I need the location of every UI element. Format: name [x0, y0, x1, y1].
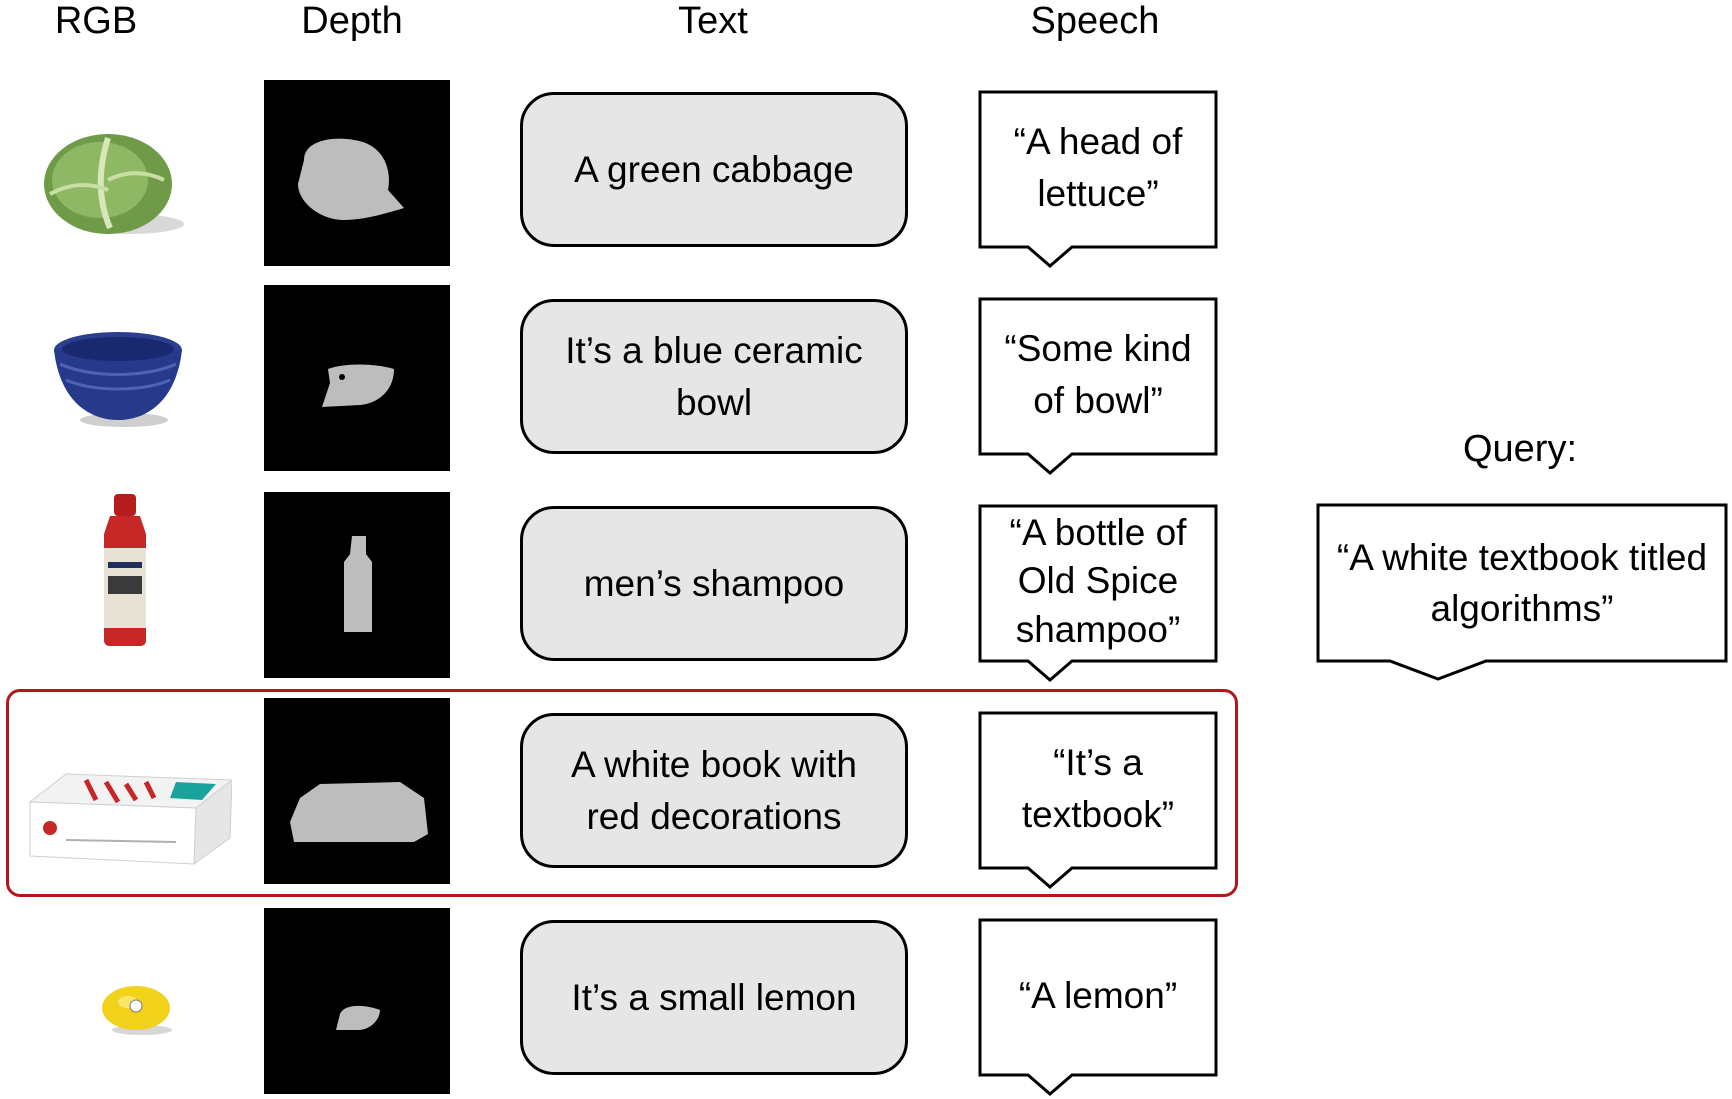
rgb-image-book: [26, 760, 234, 870]
header-speech: Speech: [1030, 0, 1160, 42]
speech-bubble-cabbage: “A head of lettuce”: [978, 90, 1218, 268]
header-depth: Depth: [301, 0, 403, 42]
query-speech-bubble: “A white textbook titled algorithms”: [1316, 503, 1728, 683]
text-description-bowl: It’s a blue ceramic bowl: [520, 299, 908, 454]
rgb-image-shampoo-bottle: [80, 490, 170, 650]
speech-text-cabbage: “A head of lettuce”: [1013, 121, 1183, 214]
depth-map-bowl: [264, 285, 450, 471]
speech-bubble-shampoo-bottle: “A bottle of Old Spice shampoo”: [978, 504, 1218, 682]
rgb-image-lemon: [92, 980, 182, 1040]
query-label: Query:: [1462, 428, 1578, 470]
rgb-image-bowl: [40, 322, 200, 462]
rgb-image-cabbage: [28, 110, 188, 250]
header-rgb: RGB: [54, 0, 138, 42]
speech-text-book: “It’s a textbook”: [1021, 742, 1175, 835]
text-description-shampoo-bottle: men’s shampoo: [520, 506, 908, 661]
text-description-lemon: It’s a small lemon: [520, 920, 908, 1075]
depth-map-cabbage: [264, 80, 450, 266]
depth-map-lemon: [264, 908, 450, 1094]
speech-text-bowl: “Some kind of bowl”: [1004, 328, 1192, 421]
depth-map-shampoo-bottle: [264, 492, 450, 678]
speech-text-shampoo-bottle: “A bottle of Old Spice shampoo”: [1009, 512, 1187, 650]
text-description-book: A white book with red decorations: [520, 713, 908, 868]
text-description-cabbage: A green cabbage: [520, 92, 908, 247]
speech-bubble-bowl: “Some kind of bowl”: [978, 297, 1218, 475]
speech-bubble-book: “It’s a textbook”: [978, 711, 1218, 889]
speech-bubble-lemon: “A lemon”: [978, 918, 1218, 1096]
depth-map-book: [264, 698, 450, 884]
match-highlight-box: [6, 689, 1238, 897]
header-text: Text: [678, 0, 748, 42]
speech-text-lemon: “A lemon”: [1018, 974, 1178, 1016]
query-text: “A white textbook titled algorithms”: [1336, 536, 1708, 629]
